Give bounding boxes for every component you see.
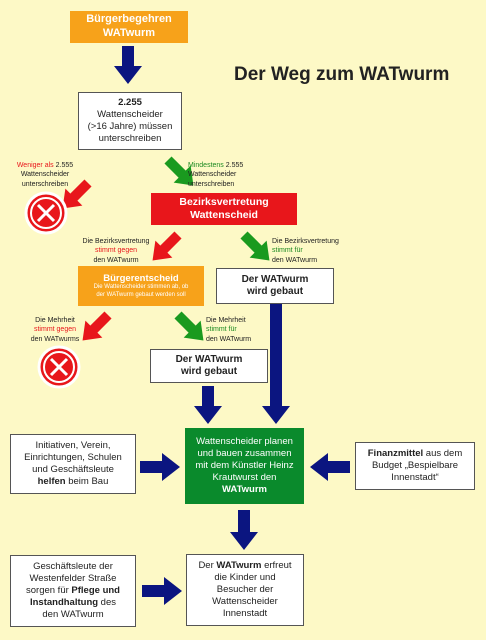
arrow-down-3 <box>230 510 258 550</box>
build-line-1: Wattenscheider planen <box>196 436 293 448</box>
stop-icon-2 <box>37 345 81 389</box>
joy-line-3: Besucher der <box>216 584 274 596</box>
maintain-line-2: Westenfelder Straße <box>29 573 117 585</box>
maintain-box: Geschäftsleute der Westenfelder Straße s… <box>10 555 136 627</box>
arrow-right-maintain <box>142 577 182 605</box>
funds-line-3: Innenstadt“ <box>391 471 439 483</box>
arrow-green-right-1 <box>164 156 194 186</box>
council-right-green: stimmt für <box>272 247 303 255</box>
arrow-left-funds <box>310 453 350 481</box>
signatures-line-3: unterschreiben <box>98 132 162 144</box>
helpers-line-2: Einrichtungen, Schulen <box>24 452 122 464</box>
right-branch-line-2: Wattenscheider <box>188 171 237 179</box>
stop-icon-1 <box>24 191 68 235</box>
joy-line-1a: Der <box>198 560 217 572</box>
joy-line-4: Wattenscheider <box>212 595 278 607</box>
left-branch-line-2: Wattenscheider <box>20 171 70 179</box>
signatures-line-2: (>16 Jahre) müssen <box>87 121 173 132</box>
ref-left-red: stimmt gegen <box>33 326 77 334</box>
council-left-line-1: Die Bezirksvertretung <box>82 238 150 245</box>
maintain-line-1: Geschäftsleute der <box>33 561 113 573</box>
right-branch-green: Mindestens <box>188 162 224 169</box>
right-branch-number: 2.555 <box>225 162 244 169</box>
start-line-1: Bürgerbegehren <box>86 13 172 26</box>
built1-line-2: wird gebaut <box>246 286 304 297</box>
build-line-2: und bauen zusammen <box>197 448 292 460</box>
left-branch-note: Weniger als 2.555 Wattenscheider untersc… <box>8 161 82 189</box>
maintain-bold-2: Instandhaltung <box>29 596 99 608</box>
signatures-box: 2.255 Wattenscheider (>16 Jahre) müssen … <box>78 92 182 150</box>
ref-left-line-3: den WATwurms <box>30 335 80 343</box>
council-left-note: Die Bezirksvertretung stimmt gegen den W… <box>80 237 152 265</box>
arrow-down-long <box>262 304 290 424</box>
build-line-3: mit dem Künstler Heinz <box>195 460 294 472</box>
left-branch-line-3: unterschreiben <box>21 180 69 188</box>
signatures-number: 2.255 <box>118 97 142 109</box>
arrow-red-left-2 <box>152 231 182 261</box>
build-box: Wattenscheider planen und bauen zusammen… <box>185 428 304 504</box>
funds-bold: Finanzmittel <box>367 448 424 460</box>
referendum-sub-2: der WATwurm gebaut werden soll <box>96 291 186 298</box>
page-title: Der Weg zum WATwurm <box>234 64 450 85</box>
referendum-left-note: Die Mehrheit stimmt gegen den WATwurms <box>22 316 88 344</box>
referendum-title: Bürgerentscheid <box>103 272 179 284</box>
helpers-line-3: und Geschäftsleute <box>32 464 114 475</box>
built-box-2: Der WATwurm wird gebaut <box>150 349 268 383</box>
joy-box: Der WATwurm erfreut die Kinder und Besuc… <box>186 554 304 626</box>
arrow-down-1 <box>114 46 142 84</box>
funds-line-2: Budget „Bespielbare <box>371 460 459 472</box>
ref-right-line-1: Die Mehrheit <box>206 317 246 324</box>
build-line-5: WATwurm <box>221 483 268 495</box>
funds-box: Finanzmittel aus dem Budget „Bespielbare… <box>355 442 475 490</box>
helpers-box: Initiativen, Verein, Einrichtungen, Schu… <box>10 434 136 494</box>
referendum-right-note: Die Mehrheit stimmt für den WATwurm <box>206 316 266 344</box>
arrow-green-right-3 <box>174 311 204 341</box>
left-branch-red: Weniger als <box>16 162 54 169</box>
helpers-line-1: Initiativen, Verein, <box>35 440 111 452</box>
helpers-bold: helfen <box>37 475 66 487</box>
council-line-1: Bezirksvertretung <box>179 195 269 208</box>
council-left-line-3: den WATwurm <box>93 256 139 264</box>
joy-line-1b: erfreut <box>261 560 292 572</box>
start-box: Bürgerbegehren WATwurm <box>70 11 188 43</box>
ref-right-green: stimmt für <box>206 326 237 334</box>
council-right-note: Die Bezirksvertretung stimmt für den WAT… <box>272 237 344 265</box>
referendum-box: Bürgerentscheid Die Wattenscheider stimm… <box>78 266 204 306</box>
right-branch-line-3: unterschreiben <box>188 180 235 188</box>
arrow-green-right-2 <box>240 231 270 261</box>
maintain-line-3: sorgen für <box>26 585 72 597</box>
built2-line-2: wird gebaut <box>180 366 238 377</box>
maintain-bold-1: Pflege und <box>71 585 120 597</box>
built-box-1: Der WATwurm wird gebaut <box>216 268 334 304</box>
left-branch-number: 2.555 <box>55 162 74 169</box>
build-line-4: Krautwurst den <box>212 471 277 483</box>
council-left-red: stimmt gegen <box>94 247 138 255</box>
maintain-line-5: den WATwurm <box>42 608 104 620</box>
arrow-red-left-1 <box>62 179 92 209</box>
built1-line-1: Der WATwurm <box>241 273 309 285</box>
council-box: Bezirksvertretung Wattenscheid <box>151 193 297 225</box>
council-right-line-1: Die Bezirksvertretung <box>272 238 339 245</box>
council-right-line-3: den WATwurm <box>272 256 318 264</box>
ref-right-line-3: den WATwurm <box>206 335 252 343</box>
arrow-down-2 <box>194 386 222 424</box>
referendum-sub-1: Die Wattenscheider stimmen ab, ob <box>93 284 189 291</box>
right-branch-note: Mindestens 2.555 Wattenscheider untersch… <box>188 161 252 189</box>
joy-line-5: Innenstadt <box>222 607 268 619</box>
arrow-red-left-3 <box>82 311 112 341</box>
maintain-line-4: des <box>98 596 117 608</box>
start-line-2: WATwurm <box>102 27 156 39</box>
funds-line-1: aus dem <box>423 448 463 460</box>
arrow-right-helpers <box>140 453 180 481</box>
joy-line-2: die Kinder und <box>214 572 276 584</box>
council-line-2: Wattenscheid <box>190 209 258 221</box>
joy-bold: WATwurm <box>216 560 262 572</box>
helpers-line-4: beim Bau <box>65 475 109 487</box>
ref-left-line-1: Die Mehrheit <box>35 317 75 324</box>
built2-line-1: Der WATwurm <box>175 353 243 365</box>
signatures-line-1: Wattenscheider <box>97 109 163 121</box>
